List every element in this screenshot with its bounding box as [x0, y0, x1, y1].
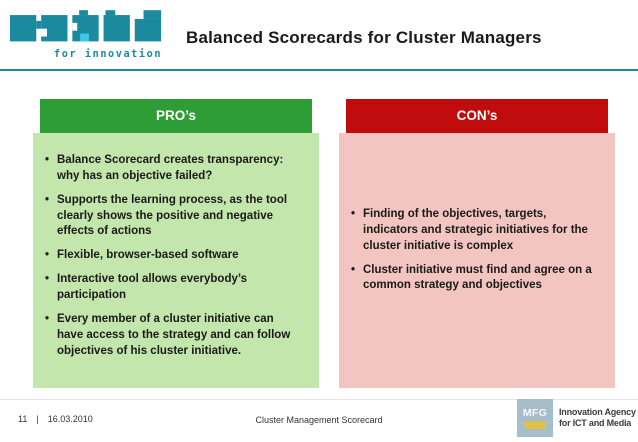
- mfg-agency-line2: for ICT and Media: [559, 418, 632, 428]
- logo-puzzle-piece-2: [41, 15, 68, 42]
- footer-page-info: 11 | 16.03.2010: [18, 414, 93, 424]
- mfg-agency-logo: MFG Innovation Agency for ICT and Media: [517, 399, 636, 437]
- cons-list-item: Cluster initiative must find and agree o…: [349, 263, 597, 295]
- mfg-agency-line1: Innovation Agency: [559, 406, 636, 417]
- cons-panel: CON’s Finding of the objectives, targets…: [339, 99, 615, 388]
- title-divider: [0, 69, 638, 71]
- pros-list-item: Interactive tool allows everybody’s part…: [43, 272, 301, 304]
- cons-list: Finding of the objectives, targets, indi…: [349, 207, 597, 294]
- footer-doc-title: Cluster Management Scorecard: [255, 415, 383, 425]
- pros-list-item: Flexible, browser-based software: [43, 248, 301, 264]
- cons-list-item: Finding of the objectives, targets, indi…: [349, 207, 597, 255]
- logo-cyan-accent: [80, 33, 89, 42]
- cons-header: CON’s: [346, 99, 608, 133]
- pros-list-item: Every member of a cluster initiative can…: [43, 312, 301, 360]
- logo-tagline: for innovation: [54, 48, 162, 60]
- cons-body: Finding of the objectives, targets, indi…: [339, 133, 615, 388]
- footer-separator: |: [36, 414, 39, 424]
- page-title: Balanced Scorecards for Cluster Managers: [186, 28, 542, 47]
- logo-puzzle-piece-4: [103, 15, 130, 42]
- logo-puzzle-piece-1: [9, 15, 37, 42]
- pros-panel: PRO’s Balance Scorecard creates transpar…: [33, 99, 319, 388]
- pros-list-item: Supports the learning process, as the to…: [43, 193, 301, 241]
- pros-header: PRO’s: [40, 99, 312, 133]
- mfg-abbr: MFG: [522, 407, 548, 419]
- pros-list-item: Balance Scorecard creates transparency: …: [43, 153, 301, 185]
- footer-date: 16.03.2010: [47, 414, 93, 424]
- for-innovation-logo: for innovation: [9, 10, 162, 60]
- mfg-agency-text: Innovation Agency for ICT and Media: [559, 407, 636, 430]
- pros-list: Balance Scorecard creates transparency: …: [43, 153, 301, 359]
- footer-divider: [0, 399, 638, 400]
- mfg-logo-mark: MFG: [517, 399, 553, 437]
- mfg-lion-icon: [524, 421, 546, 429]
- logo-puzzle-piece-5: [134, 18, 162, 42]
- page-number: 11: [18, 414, 28, 424]
- pros-body: Balance Scorecard creates transparency: …: [33, 133, 319, 388]
